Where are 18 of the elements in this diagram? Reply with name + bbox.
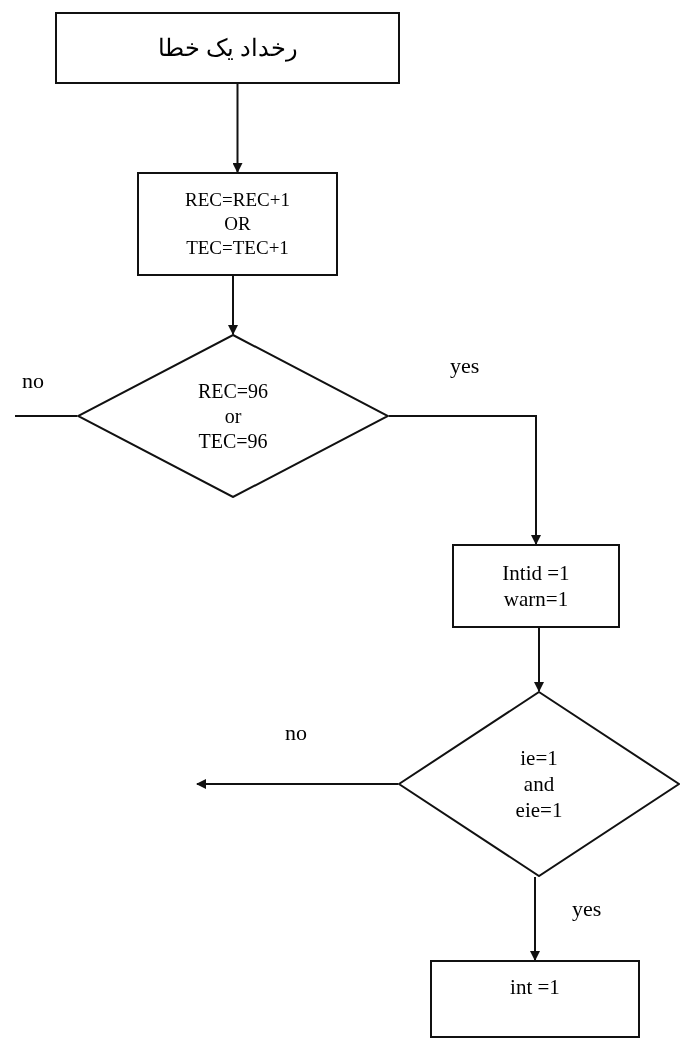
decision-diamond — [398, 691, 680, 877]
arrow — [530, 876, 540, 961]
node-text: REC=96 or TEC=96 — [196, 378, 270, 454]
arrow — [232, 83, 243, 173]
decision-diamond — [77, 334, 389, 498]
arrow — [534, 627, 544, 692]
node-text: REC=REC+1 OR TEC=TEC+1 — [184, 188, 291, 260]
arrow — [196, 779, 399, 789]
arrow — [388, 415, 541, 545]
node-text: رخداد یک خطا — [157, 34, 298, 63]
node-text: ie=1 and eie=1 — [514, 744, 564, 824]
arrow — [228, 275, 238, 335]
node-text: int =1 — [510, 974, 560, 1001]
node-text: Intid =1 warn=1 — [501, 559, 571, 613]
process-box — [137, 172, 338, 276]
process-box — [452, 544, 620, 628]
process-box — [430, 960, 640, 1038]
process-box — [55, 12, 400, 84]
